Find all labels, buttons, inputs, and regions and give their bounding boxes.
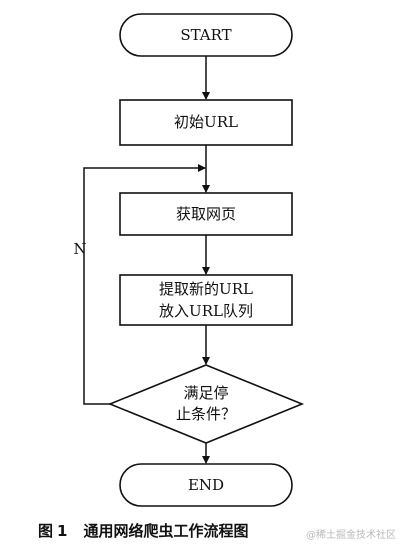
decision-diamond — [107, 364, 305, 444]
fetch-page-label: 获取网页 — [175, 205, 236, 223]
init-url-box — [119, 99, 293, 146]
loop-back-line — [83, 164, 206, 405]
end-label: END — [187, 476, 225, 494]
extract-url-box — [119, 274, 293, 326]
start-label: START — [180, 26, 232, 44]
figure-number: 1 — [57, 522, 68, 540]
figure-label: 图 — [38, 522, 54, 540]
decision-label-line2: 止条件？ — [175, 405, 236, 423]
decision-label-line1: 满足停 — [183, 384, 229, 402]
loop-no-label: N — [73, 240, 87, 258]
watermark-text: @稀土掘金技术社区 — [306, 530, 396, 541]
end-terminator — [119, 463, 293, 507]
figure-title: 通用网络爬虫工作流程图 — [83, 522, 249, 540]
init-url-label: 初始URL — [174, 113, 238, 131]
extract-url-label-line1: 提取新的URL — [159, 280, 253, 298]
extract-url-label-line2: 放入URL队列 — [159, 302, 253, 320]
